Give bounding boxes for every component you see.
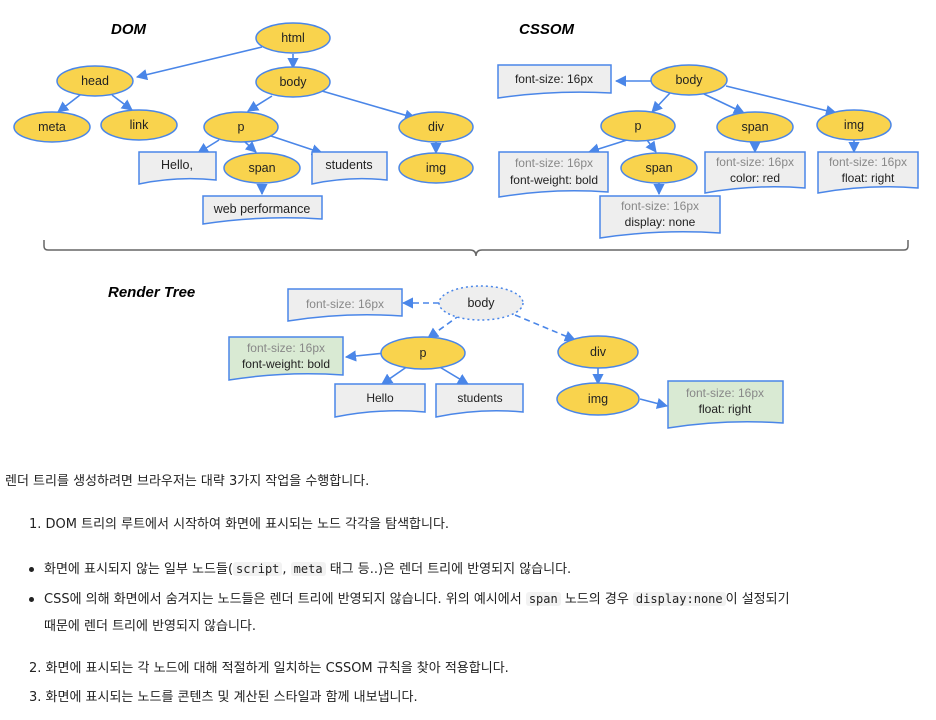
cssom-doc-p-style (498, 151, 609, 198)
dom-label-head: head (81, 74, 109, 88)
render-text-p-style-1: font-size: 16px (247, 341, 325, 355)
render-doc-img-style (667, 380, 784, 429)
combine-brace (43, 240, 909, 257)
dom-doc-students (311, 151, 388, 185)
render-label-img: img (588, 392, 608, 406)
render-doc-body-style (287, 288, 403, 322)
dom-node-head (56, 65, 134, 97)
render-node-img (556, 382, 640, 416)
render-doc-p-style (228, 336, 344, 381)
dom-title: DOM (111, 21, 147, 38)
cssom-text-p-span-style-2: display: none (625, 215, 696, 229)
cssom-doc-img-style (817, 151, 919, 194)
render-text-hello: Hello (366, 391, 394, 405)
cssom-node-span (716, 111, 794, 143)
dom-label-html: html (281, 31, 305, 45)
cssom-label-span: span (741, 120, 768, 134)
render-label-p: p (420, 346, 427, 360)
dom-node-body (255, 66, 331, 98)
step-3: 3. 화면에 표시되는 노드를 콘텐츠 및 계산된 스타일과 함께 내보냅니다. (29, 690, 418, 705)
cssom-text-body-style: font-size: 16px (515, 72, 593, 86)
bullet-1-code-script: script (233, 562, 283, 576)
render-tree-title: Render Tree (108, 284, 195, 301)
dom-text-hello: Hello, (161, 158, 193, 172)
dom-node-span (223, 152, 301, 184)
render-label-body: body (467, 296, 495, 310)
render-text-p-style-2: font-weight: bold (242, 357, 330, 371)
step-2: 2. 화면에 표시되는 각 노드에 대해 적절하게 일치하는 CSSOM 규칙을… (29, 661, 509, 676)
cssom-node-body (650, 64, 728, 96)
bullet-1-pre: 화면에 표시되지 않는 일부 노드들( (44, 562, 234, 577)
bullet-2-pre: CSS에 의해 화면에서 숨겨지는 노드들은 렌더 트리에 반영되지 않습니다.… (44, 592, 526, 607)
bullet-2-code-display-none: display:none (632, 592, 726, 606)
render-text-students: students (457, 391, 502, 405)
dom-text-web-performance: web performance (213, 202, 311, 216)
cssom-label-body: body (675, 73, 703, 87)
dom-label-span: span (248, 161, 275, 175)
bullet-2-mid: 노드의 경우 (560, 592, 633, 607)
cssom-label-p-span: span (645, 161, 672, 175)
cssom-doc-body-style (497, 64, 612, 99)
bullet-2-post: 이 설정되기 (725, 592, 790, 607)
dom-doc-hello (138, 151, 217, 185)
cssom-node-p (600, 110, 676, 142)
dom-label-p: p (238, 120, 245, 134)
render-node-body (438, 285, 524, 321)
cssom-label-img: img (844, 118, 864, 132)
render-doc-students (435, 383, 524, 418)
dom-label-div: div (428, 120, 445, 134)
dom-node-link (100, 109, 178, 141)
bullet-1-post: 태그 등..)은 렌더 트리에 반영되지 않습니다. (325, 562, 572, 577)
bullet-2: CSS에 의해 화면에서 숨겨지는 노드들은 렌더 트리에 반영되지 않습니다.… (29, 589, 790, 610)
dom-text-students: students (325, 158, 372, 172)
dom-node-img (398, 152, 474, 184)
dom-label-link: link (130, 118, 150, 132)
bullet-2-continuation: 때문에 렌더 트리에 반영되지 않습니다. (44, 619, 257, 634)
cssom-text-span-style-1: font-size: 16px (716, 155, 794, 169)
dom-doc-web-performance (202, 195, 323, 225)
render-node-div (557, 335, 639, 369)
cssom-text-p-style-1: font-size: 16px (515, 156, 593, 170)
dom-node-meta (13, 111, 91, 143)
dom-label-img: img (426, 161, 446, 175)
dom-node-html (255, 22, 331, 54)
cssom-text-p-style-2: font-weight: bold (510, 173, 598, 187)
bullet-1: 화면에 표시되지 않는 일부 노드들(script, meta 태그 등..)은… (28, 559, 572, 580)
cssom-text-img-style-1: font-size: 16px (829, 155, 907, 169)
cssom-doc-span-style (704, 151, 806, 194)
render-label-div: div (590, 345, 607, 359)
cssom-text-img-style-2: float: right (842, 171, 895, 185)
cssom-title: CSSOM (519, 21, 575, 38)
cssom-text-p-span-style-1: font-size: 16px (621, 199, 699, 213)
bullet-1-code-meta: meta (290, 562, 326, 576)
dom-node-div (398, 111, 474, 143)
render-text-body-style: font-size: 16px (306, 297, 384, 311)
bullet-2-code-span: span (525, 592, 561, 606)
render-tree-diagram: DOM CSSOM Render Tree html head body met… (13, 21, 919, 429)
render-text-img-style-1: font-size: 16px (686, 386, 764, 400)
cssom-text-span-style-2: color: red (730, 171, 780, 185)
render-node-p (380, 336, 466, 370)
dom-node-p (203, 111, 279, 143)
step-1: 1. DOM 트리의 루트에서 시작하여 화면에 표시되는 노드 각각을 탐색합… (29, 517, 450, 532)
intro-paragraph: 렌더 트리를 생성하려면 브라우저는 대략 3가지 작업을 수행합니다. (5, 474, 370, 489)
cssom-label-p: p (635, 119, 642, 133)
dom-label-body: body (279, 75, 307, 89)
render-text-img-style-2: float: right (699, 402, 752, 416)
cssom-doc-p-span-style (599, 195, 721, 239)
bullet-1-sep: , (282, 562, 291, 577)
dom-label-meta: meta (38, 120, 66, 134)
cssom-node-p-span (620, 152, 698, 184)
render-doc-hello (334, 383, 426, 418)
cssom-node-img (816, 109, 892, 141)
